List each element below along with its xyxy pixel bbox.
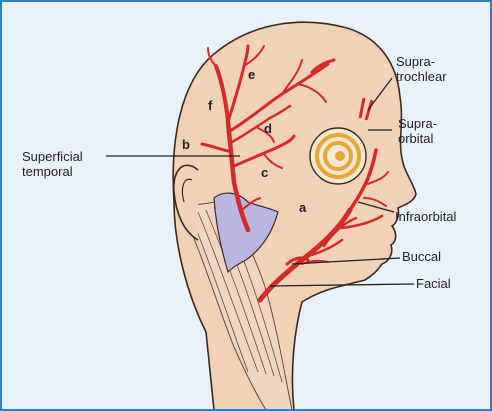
branch-letter-f: f bbox=[208, 98, 213, 113]
parotid-gland bbox=[213, 192, 279, 274]
ear bbox=[173, 164, 199, 241]
eye bbox=[309, 127, 367, 185]
branch-letter-d: d bbox=[264, 121, 272, 136]
supratrochlear-artery bbox=[358, 97, 374, 121]
branch-letter-e: e bbox=[248, 67, 256, 82]
branch-letter-c: c bbox=[261, 165, 269, 180]
label-facial: Facial bbox=[416, 276, 451, 291]
label-infraorbital: Infraorbital bbox=[395, 209, 457, 224]
label-supratrochlear: Supra- trochlear bbox=[396, 54, 447, 84]
leader-buccal bbox=[291, 257, 401, 265]
leader-lines bbox=[106, 77, 415, 287]
label-superficial-temporal: Superficial temporal bbox=[22, 149, 83, 179]
leader-facial bbox=[269, 283, 415, 287]
leader-infraorbital bbox=[357, 201, 395, 213]
label-supraorbital: Supra- orbital bbox=[398, 116, 438, 146]
leader-supratrochlear bbox=[367, 77, 393, 111]
branch-letter-a: a bbox=[299, 200, 307, 215]
branch-letter-b: b bbox=[182, 137, 190, 152]
label-buccal: Buccal bbox=[402, 249, 442, 264]
